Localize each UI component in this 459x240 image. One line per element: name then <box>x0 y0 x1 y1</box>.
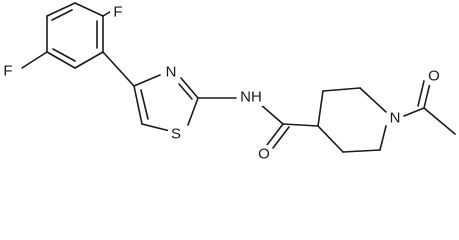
atom-amide-oxygen: O <box>258 146 270 163</box>
bond-carbonyl-o-1 <box>266 123 284 146</box>
bond-acetyl-o-2 <box>417 80 425 107</box>
bond-thiazole-c2-s1 <box>187 97 199 126</box>
structure-canvas: F F N S NH O N O <box>1 2 456 163</box>
molecule-drawing: F F N S NH O N O <box>1 2 456 163</box>
atom-fluorine-left: F <box>3 63 12 80</box>
bond-phenyl-1 <box>74 2 104 17</box>
bond-aryl-thiazole <box>102 51 135 87</box>
bond-phenyl-5 <box>74 51 104 69</box>
bond-thiazole-n3-c2-inner <box>178 83 193 100</box>
atom-piperidine-nitrogen: N <box>390 110 401 127</box>
bond-piperidine-5 <box>342 149 381 153</box>
bond-phenyl-4 <box>46 51 76 69</box>
bond-layer <box>21 2 456 153</box>
bond-c-f-left <box>21 51 48 69</box>
bond-thiazole-s1-c5 <box>141 123 171 132</box>
atom-acetyl-oxygen: O <box>428 68 440 85</box>
bond-phenyl-2-inner <box>51 9 73 21</box>
bond-piperidine-6 <box>317 125 344 153</box>
bond-carbonyl-piperidine <box>282 123 319 127</box>
bond-thiazole-c4-n3 <box>133 74 161 87</box>
atom-thiazole-nitrogen: N <box>166 64 177 81</box>
bond-thiazole-c5-c4 <box>133 85 143 125</box>
atom-amide-nh: NH <box>240 89 262 106</box>
atom-label-layer: F F N S NH O N O <box>1 3 442 163</box>
bond-piperidine-4 <box>379 125 387 151</box>
bond-carbonyl-o-2 <box>272 126 290 149</box>
bond-acetyl-methyl <box>423 107 456 135</box>
bond-thiazole-n3-c2 <box>180 77 199 99</box>
bond-piperidine-1 <box>317 90 324 127</box>
bond-acetyl-o-1 <box>423 82 431 109</box>
atom-fluorine-top: F <box>113 4 122 21</box>
bond-thiazole-c5-c4-inner <box>140 89 149 120</box>
bond-piperidine-3 <box>359 87 387 113</box>
bond-phenyl-4-inner <box>52 48 76 62</box>
bond-n-acetyl <box>403 107 425 117</box>
atom-thiazole-sulfur: S <box>171 126 181 143</box>
bond-nh-carbonyl <box>259 103 284 125</box>
bond-piperidine-2 <box>322 87 361 92</box>
bond-phenyl-2 <box>46 2 76 17</box>
